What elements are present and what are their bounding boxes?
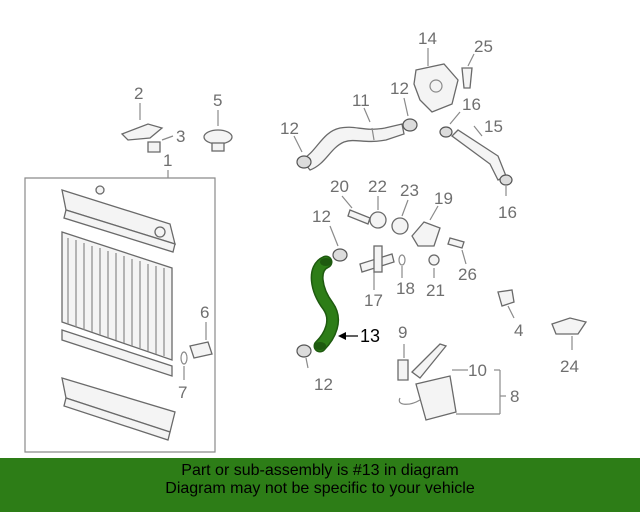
label-part-9: 9 xyxy=(398,323,407,342)
label-part-16-a: 16 xyxy=(462,95,481,114)
clamp-part-16-a xyxy=(439,111,461,138)
label-part-15: 15 xyxy=(484,117,503,136)
label-part-22: 22 xyxy=(368,177,387,196)
label-part-23: 23 xyxy=(400,181,419,200)
cushion-part-3 xyxy=(147,135,174,153)
parts-diagram: 1 2 3 5 6 7 11 12 12 12 12 13 14 25 16 1… xyxy=(24,29,588,453)
clamp-part-12-d xyxy=(296,344,312,369)
clamp-part-16-b xyxy=(499,174,513,196)
info-banner: Part or sub-assembly is #13 in diagram D… xyxy=(0,458,640,512)
water-outlet-part-14 xyxy=(413,48,459,113)
clamp-part-12-c xyxy=(329,225,348,262)
support-part-5 xyxy=(203,110,233,152)
thermostat-part-23 xyxy=(391,199,409,235)
lower-hose-part-13[interactable] xyxy=(310,255,339,353)
sensor-part-26 xyxy=(447,237,467,265)
ring-part-18 xyxy=(398,254,406,278)
clamp-part-12-a xyxy=(293,135,312,169)
label-part-19: 19 xyxy=(434,189,453,208)
label-part-16-b: 16 xyxy=(498,203,517,222)
label-part-12-d: 12 xyxy=(314,375,333,394)
label-part-6: 6 xyxy=(200,303,209,322)
label-part-24: 24 xyxy=(560,357,579,376)
label-part-7: 7 xyxy=(178,383,187,402)
label-part-12-c: 12 xyxy=(312,207,331,226)
plug-part-21 xyxy=(428,254,440,278)
label-part-17: 17 xyxy=(364,291,383,310)
label-part-18: 18 xyxy=(396,279,415,298)
cap-part-4 xyxy=(497,289,515,319)
gasket-part-22 xyxy=(369,196,387,229)
pipe-part-17 xyxy=(359,245,395,290)
label-part-14: 14 xyxy=(418,29,437,48)
drain-part-24 xyxy=(551,317,588,350)
reservoir-part-8 xyxy=(397,343,506,421)
label-part-25: 25 xyxy=(474,37,493,56)
upper-hose-part-11 xyxy=(301,107,405,171)
banner-line-1: Part or sub-assembly is #13 in diagram xyxy=(181,462,459,479)
label-part-26: 26 xyxy=(458,265,477,284)
label-part-8: 8 xyxy=(510,387,519,406)
sensor-part-25 xyxy=(461,53,475,89)
label-part-12-b: 12 xyxy=(390,79,409,98)
label-part-13: 13 xyxy=(360,326,380,346)
callout-arrow-13 xyxy=(338,332,358,340)
label-part-2: 2 xyxy=(134,84,143,103)
drain-cock-part-6 xyxy=(180,322,213,380)
label-part-21: 21 xyxy=(426,281,445,300)
label-part-11: 11 xyxy=(352,91,370,110)
label-part-1: 1 xyxy=(163,151,172,170)
label-part-4: 4 xyxy=(514,321,523,340)
label-part-10: 10 xyxy=(468,361,487,380)
housing-part-19 xyxy=(411,205,441,247)
label-part-5: 5 xyxy=(213,91,222,110)
bracket-part-2 xyxy=(120,103,164,141)
label-part-3: 3 xyxy=(176,127,185,146)
bolt-part-20 xyxy=(341,195,371,225)
banner-line-2: Diagram may not be specific to your vehi… xyxy=(165,480,475,497)
radiator-assembly xyxy=(24,170,216,453)
clamp-part-12-b xyxy=(402,97,418,132)
label-part-12-a: 12 xyxy=(280,119,299,138)
label-part-20: 20 xyxy=(330,177,349,196)
